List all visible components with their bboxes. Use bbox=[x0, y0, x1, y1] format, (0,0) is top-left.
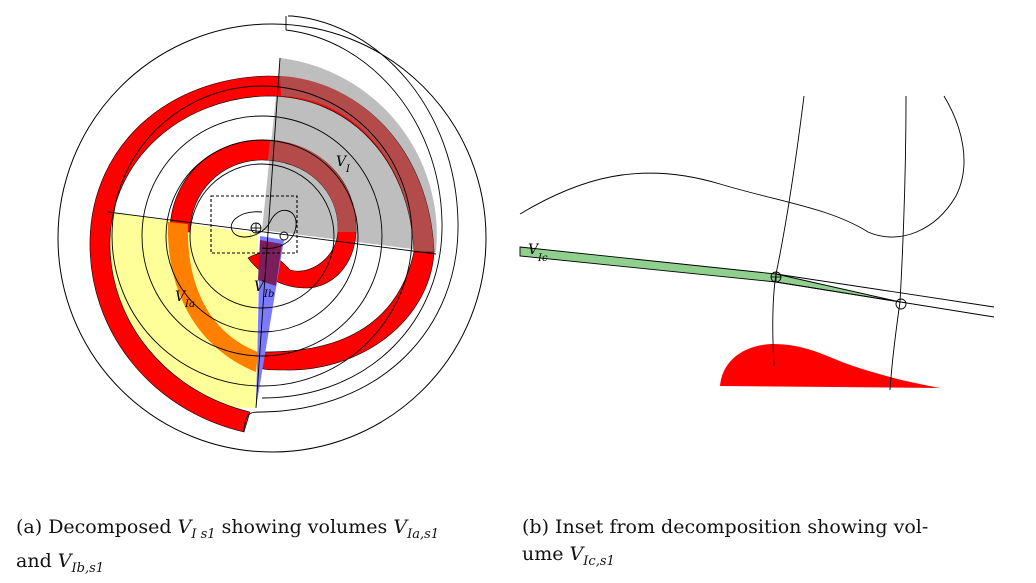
label-v-ib-sub: Ib bbox=[263, 289, 274, 300]
brown-spiral-section bbox=[280, 76, 434, 252]
spiral-guide-lines bbox=[111, 15, 459, 433]
caption-a-prefix: (a) Decomposed bbox=[16, 516, 178, 538]
inset-markers bbox=[770, 271, 907, 310]
caption-b: (b) Inset from decomposition showing vol… bbox=[522, 514, 1022, 575]
figure-a-diagram: V I V Ia V Ib bbox=[57, 15, 487, 453]
outer-circle bbox=[57, 23, 487, 453]
label-v-ic: V bbox=[528, 242, 540, 258]
volume-i-gray-wedge bbox=[262, 58, 437, 252]
inset-box bbox=[210, 195, 298, 254]
caption-b-line2-prefix: ume bbox=[522, 543, 570, 565]
caption-b-prefix: (b) Inset from decomposition showing vol… bbox=[522, 516, 929, 538]
orange-ring-section bbox=[167, 222, 258, 372]
label-v-ia-sub: Ia bbox=[184, 299, 195, 310]
label-v-i-sub: I bbox=[345, 164, 351, 175]
intersection-markers bbox=[250, 222, 289, 241]
caption-b-v1-sub: Ic,s1 bbox=[583, 553, 615, 569]
caption-a-v1-sub: I s1 bbox=[191, 526, 216, 542]
label-v-ib: V bbox=[254, 279, 266, 295]
volume-ic-green-band bbox=[519, 246, 901, 303]
caption-a-v2: V bbox=[393, 516, 408, 538]
red-blob bbox=[720, 344, 940, 388]
purple-overlap bbox=[258, 240, 282, 286]
figure-b-diagram: V Ic bbox=[519, 95, 995, 391]
brown-inner-section bbox=[268, 140, 357, 232]
caption-a-v3: V bbox=[57, 549, 72, 572]
label-v-i: V bbox=[336, 154, 348, 170]
caption-a-mid: showing volumes bbox=[215, 516, 394, 538]
caption-a: (a) Decomposed VI s1 showing volumes VIa… bbox=[16, 514, 502, 582]
caption-a-v1: V bbox=[177, 516, 192, 538]
label-v-ia: V bbox=[175, 289, 187, 305]
red-spiral-lower bbox=[257, 251, 435, 371]
label-v-ic-sub: Ic bbox=[537, 253, 548, 264]
caption-a-line2-prefix: and bbox=[16, 549, 58, 572]
caption-a-v3-sub: Ib,s1 bbox=[71, 560, 105, 576]
sector-boundary-lines bbox=[107, 57, 437, 409]
caption-a-v2-sub: Ia,s1 bbox=[407, 526, 440, 542]
caption-b-v1: V bbox=[569, 543, 584, 565]
inset-lines bbox=[519, 95, 995, 391]
